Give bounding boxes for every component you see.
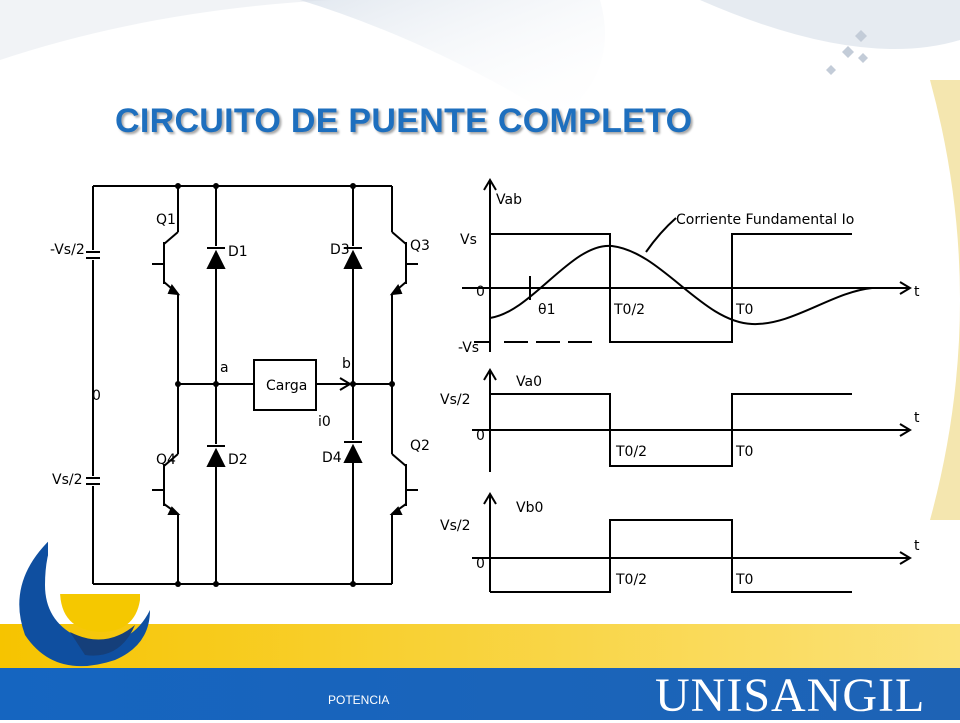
t-half-label-vab: T0/2 — [613, 302, 645, 318]
source-bottom-label: Vs/2 — [52, 472, 83, 488]
waveform-diagram: Vab Corriente Fundamental Io Vs 0 -Vs θ1… — [432, 172, 928, 604]
d1-label: D1 — [228, 244, 248, 260]
source-top-label: -Vs/2 — [50, 242, 85, 258]
t-full-label-vab: T0 — [735, 302, 753, 318]
t-full-label-va0: T0 — [735, 444, 753, 460]
d2-label: D2 — [228, 452, 248, 468]
t-axis-label-vab: t — [914, 284, 920, 300]
t-full-label-vb0: T0 — [735, 572, 753, 588]
zero-label-vb0: 0 — [476, 556, 485, 572]
q2-label: Q2 — [410, 438, 430, 454]
diamond-decoration-icon — [826, 30, 868, 75]
footer-label: POTENCIA — [328, 693, 390, 707]
full-bridge-circuit-diagram: -Vs/2 0 Vs/2 Q1 Q4 Q3 Q2 D1 D2 D3 D4 a b… — [48, 172, 440, 594]
unisangil-logo-icon — [19, 535, 151, 667]
va0-label: Va0 — [516, 374, 542, 390]
fundamental-label: Corriente Fundamental Io — [676, 212, 854, 228]
current-label: i0 — [318, 414, 331, 430]
source-mid-label: 0 — [92, 388, 101, 404]
t-half-label-vb0: T0/2 — [615, 572, 647, 588]
load-label: Carga — [266, 378, 307, 394]
brand-wordmark: UNISANGIL — [655, 669, 926, 722]
vs-label: Vs — [460, 232, 477, 248]
vs2-label-vb0: Vs/2 — [440, 518, 471, 534]
q4-label: Q4 — [156, 452, 176, 468]
slide-title: CIRCUITO DE PUENTE COMPLETO — [115, 102, 693, 140]
node-a-label: a — [220, 360, 229, 376]
vs2-label-va0: Vs/2 — [440, 392, 471, 408]
zero-label-va0: 0 — [476, 428, 485, 444]
zero-label-vab: 0 — [476, 284, 485, 300]
q3-label: Q3 — [410, 238, 430, 254]
minus-vs-label: -Vs — [458, 340, 479, 356]
node-b-label: b — [342, 356, 351, 372]
vb0-label: Vb0 — [516, 500, 543, 516]
d4-label: D4 — [322, 450, 342, 466]
theta-label: θ1 — [538, 302, 555, 318]
t-axis-label-va0: t — [914, 410, 920, 426]
q1-label: Q1 — [156, 212, 176, 228]
t-half-label-va0: T0/2 — [615, 444, 647, 460]
t-axis-label-vb0: t — [914, 538, 920, 554]
vab-label: Vab — [496, 192, 522, 208]
d3-label: D3 — [330, 242, 350, 258]
